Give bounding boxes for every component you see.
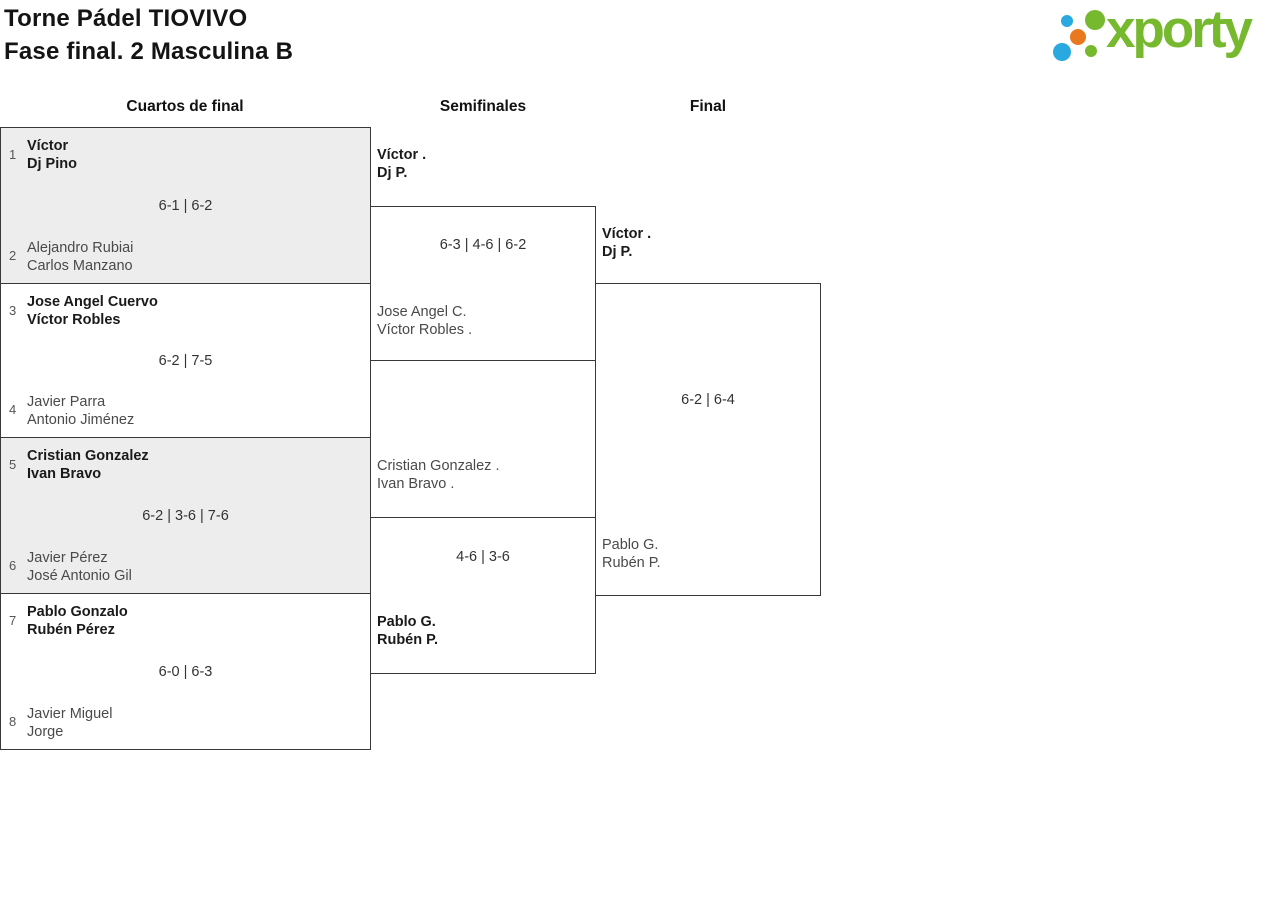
player-name: José Antonio Gil [27,568,132,584]
player-name: Jose Angel Cuervo [27,294,158,310]
xporty-logo[interactable]: xporty [1048,0,1280,80]
match-score: 6-3 | 4-6 | 6-2 [439,237,527,253]
quarterfinal-match-2: 3 Jose Angel Cuervo Víctor Robles 6-2 | … [0,283,371,438]
page-title: Torne Pádel TIOVIVO Fase final. 2 Mascul… [4,2,293,68]
team-pair: Jose Angel Cuervo Víctor Robles [27,293,158,329]
team-pair: Víctor . Dj P. [602,225,651,261]
team-pair: Víctor . Dj P. [377,146,426,182]
player-name: Víctor [27,138,69,154]
team-pair: Jose Angel C. Víctor Robles . [377,303,472,339]
semifinal-match-2-box [370,517,596,674]
player-name: Pablo Gonzalo [27,604,128,620]
match-score: 4-6 | 3-6 [456,549,510,565]
player-name: Dj Pino [27,156,77,172]
player-name: Dj P. [377,165,408,181]
seed-number: 5 [9,457,17,472]
logo-dot-orange-icon [1070,29,1086,45]
seed-number: 4 [9,402,17,417]
player-name: Jorge [27,724,64,740]
logo-dot-green-large-icon [1085,10,1105,30]
player-name: Pablo G. [377,614,436,630]
logo-dot-blue-small-icon [1061,15,1073,27]
player-name: Javier Parra [27,394,106,410]
player-name: Carlos Manzano [27,258,133,274]
player-name: Javier Miguel [27,706,113,722]
player-name: Ivan Bravo . [377,476,455,492]
seed-number: 8 [9,714,17,729]
quarterfinal-match-4: 7 Pablo Gonzalo Rubén Pérez 6-0 | 6-3 8 … [0,593,371,750]
player-name: Víctor . [377,147,427,163]
player-name: Pablo G. [602,537,659,553]
player-name: Antonio Jiménez [27,412,135,428]
player-name: Víctor . [602,226,652,242]
player-name: Rubén Pérez [27,622,115,638]
team-pair: Pablo G. Rubén P. [377,613,438,649]
team-pair: Víctor Dj Pino [27,137,77,173]
player-name: Rubén P. [377,632,438,648]
logo-wordmark: xporty [1106,0,1253,59]
player-name: Alejandro Rubiai [27,240,134,256]
team-pair: Pablo G. Rubén P. [602,536,661,572]
team-pair: Cristian Gonzalez . Ivan Bravo . [377,457,500,493]
seed-number: 6 [9,558,17,573]
player-name: Víctor Robles [27,312,121,328]
team-pair: Pablo Gonzalo Rubén Pérez [27,603,128,639]
seed-number: 2 [9,248,17,263]
seed-number: 3 [9,303,17,318]
round-header-quarterfinals: Cuartos de final [126,98,244,115]
round-header-semifinals: Semifinales [439,98,527,115]
team-pair: Javier Parra Antonio Jiménez [27,393,134,429]
player-name: Víctor Robles . [377,322,473,338]
player-name: Javier Pérez [27,550,108,566]
player-name: Cristian Gonzalez [27,448,149,464]
player-name: Ivan Bravo [27,466,102,482]
player-name: Dj P. [602,244,633,260]
quarterfinal-match-1: 1 Víctor Dj Pino 6-1 | 6-2 2 Alejandro R… [0,127,371,284]
team-pair: Javier Pérez José Antonio Gil [27,549,132,585]
player-name: Cristian Gonzalez . [377,458,500,474]
logo-dot-green-small-icon [1085,45,1097,57]
match-score: 6-2 | 3-6 | 7-6 [142,507,229,524]
match-score: 6-1 | 6-2 [158,197,213,214]
match-score: 6-0 | 6-3 [158,663,213,680]
team-pair: Javier Miguel Jorge [27,705,112,741]
team-pair: Cristian Gonzalez Ivan Bravo [27,447,149,483]
round-header-final: Final [689,98,727,115]
quarterfinal-match-3: 5 Cristian Gonzalez Ivan Bravo 6-2 | 3-6… [0,437,371,594]
match-score: 6-2 | 7-5 [158,352,213,369]
seed-number: 7 [9,613,17,628]
player-name: Rubén P. [602,555,661,571]
player-name: Jose Angel C. [377,304,467,320]
final-match-box [595,283,821,596]
phase-name: Fase final. 2 Masculina B [4,38,294,65]
team-pair: Alejandro Rubiai Carlos Manzano [27,239,133,275]
logo-dot-blue-large-icon [1053,43,1071,61]
tournament-name: Torne Pádel TIOVIVO [4,5,248,32]
seed-number: 1 [9,147,17,162]
match-score: 6-2 | 6-4 [681,392,735,408]
